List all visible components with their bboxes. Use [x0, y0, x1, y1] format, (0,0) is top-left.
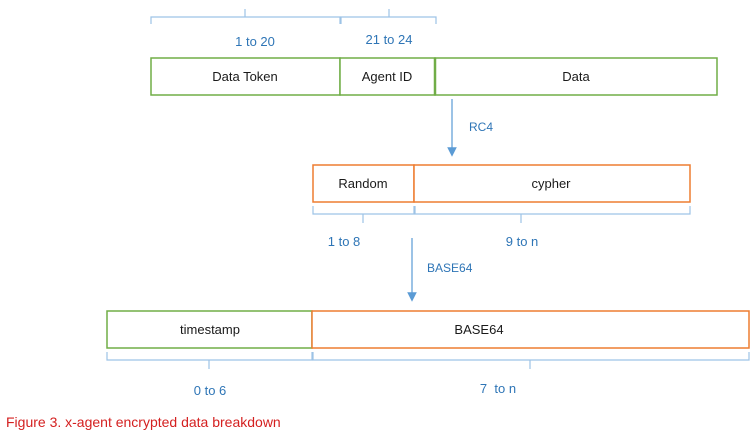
row-encrypted-message: Data Token Agent ID Data: [150, 57, 718, 96]
range-label-data-token: 1 to 20: [235, 34, 275, 49]
bracket-data-token: [150, 9, 341, 24]
field-timestamp: [106, 310, 313, 349]
row-decrypted-data: Random cypher: [312, 164, 691, 203]
field-data-label: Data: [562, 69, 590, 84]
field-agent-id-label: Agent ID: [362, 69, 413, 84]
figure-caption: Figure 3. x-agent encrypted data breakdo…: [6, 414, 281, 430]
bracket-base64: [312, 352, 750, 369]
range-label-random: 1 to 8: [328, 234, 361, 249]
field-random: [312, 164, 415, 203]
data-breakdown-diagram: 1 to 20 21 to 24 Data Token Agent ID Dat…: [106, 9, 750, 398]
field-base64-label: BASE64: [454, 322, 503, 337]
range-label-cypher: 9 to n: [506, 234, 539, 249]
field-cypher-label: cypher: [531, 176, 571, 191]
bracket-cypher: [414, 206, 691, 223]
range-label-agent-id: 21 to 24: [366, 32, 413, 47]
row-encoded-payload: timestamp BASE64: [106, 310, 750, 349]
field-data-token: [150, 57, 341, 96]
arrow-rc4-label: RC4: [469, 120, 493, 134]
bracket-timestamp: [106, 352, 313, 369]
bracket-agent-id: [340, 9, 437, 24]
field-agent-id: [339, 57, 436, 96]
field-timestamp-label: timestamp: [180, 322, 240, 337]
field-cypher: [413, 164, 691, 203]
field-data: [434, 57, 718, 96]
range-label-timestamp: 0 to 6: [194, 383, 227, 398]
field-base64: [311, 310, 750, 349]
range-label-base64: 7 to n: [480, 381, 516, 396]
bracket-random: [312, 206, 415, 223]
field-random-label: Random: [338, 176, 387, 191]
arrow-base64-label: BASE64: [427, 261, 473, 275]
field-data-token-label: Data Token: [212, 69, 278, 84]
